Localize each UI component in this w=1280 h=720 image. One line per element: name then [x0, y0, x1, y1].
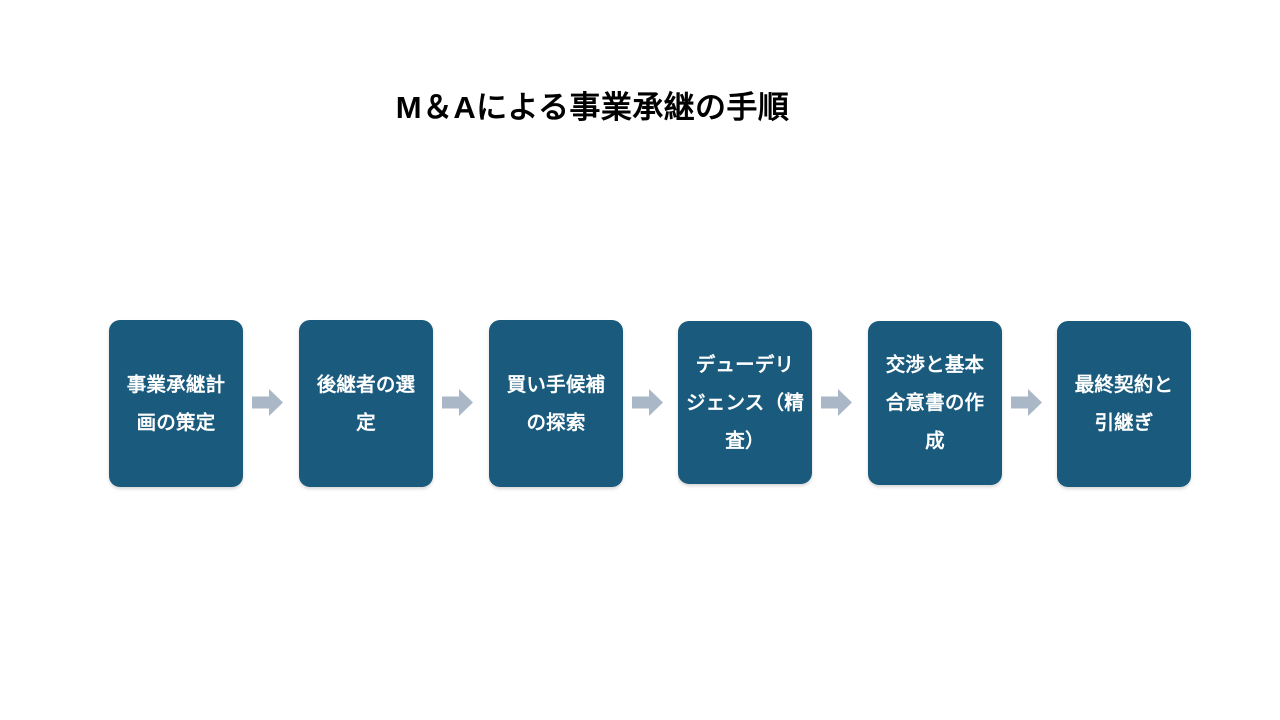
flow-step-5-label: 交渉と基本合意書の作成 [885, 354, 985, 452]
flow-step-3-label: 買い手候補の探索 [506, 373, 606, 434]
page-title: M＆Aによる事業承継の手順 [395, 90, 790, 125]
flow-step-6-label: 最終契約と引継ぎ [1074, 374, 1174, 434]
flow-step-2[interactable]: 後継者の選定 [299, 320, 433, 487]
flow-arrow-1-to-2 [252, 389, 283, 416]
flow-step-1[interactable]: 事業承継計画の策定 [109, 320, 243, 487]
flow-arrow-2-to-3 [442, 389, 473, 416]
flow-arrow-5-to-6 [1011, 389, 1042, 416]
flow-step-1-label: 事業承継計画の策定 [126, 373, 226, 434]
flow-step-2-label: 後継者の選定 [316, 373, 416, 434]
flow-arrow-4-to-5 [821, 389, 852, 416]
flow-step-3[interactable]: 買い手候補の探索 [489, 320, 623, 487]
flow-arrow-3-to-4 [632, 389, 663, 416]
flow-step-4-label: デューデリジェンス（精査） [686, 353, 804, 452]
flow-step-5[interactable]: 交渉と基本合意書の作成 [868, 321, 1002, 485]
flow-step-4[interactable]: デューデリジェンス（精査） [678, 321, 812, 484]
flow-step-6[interactable]: 最終契約と引継ぎ [1057, 321, 1191, 487]
